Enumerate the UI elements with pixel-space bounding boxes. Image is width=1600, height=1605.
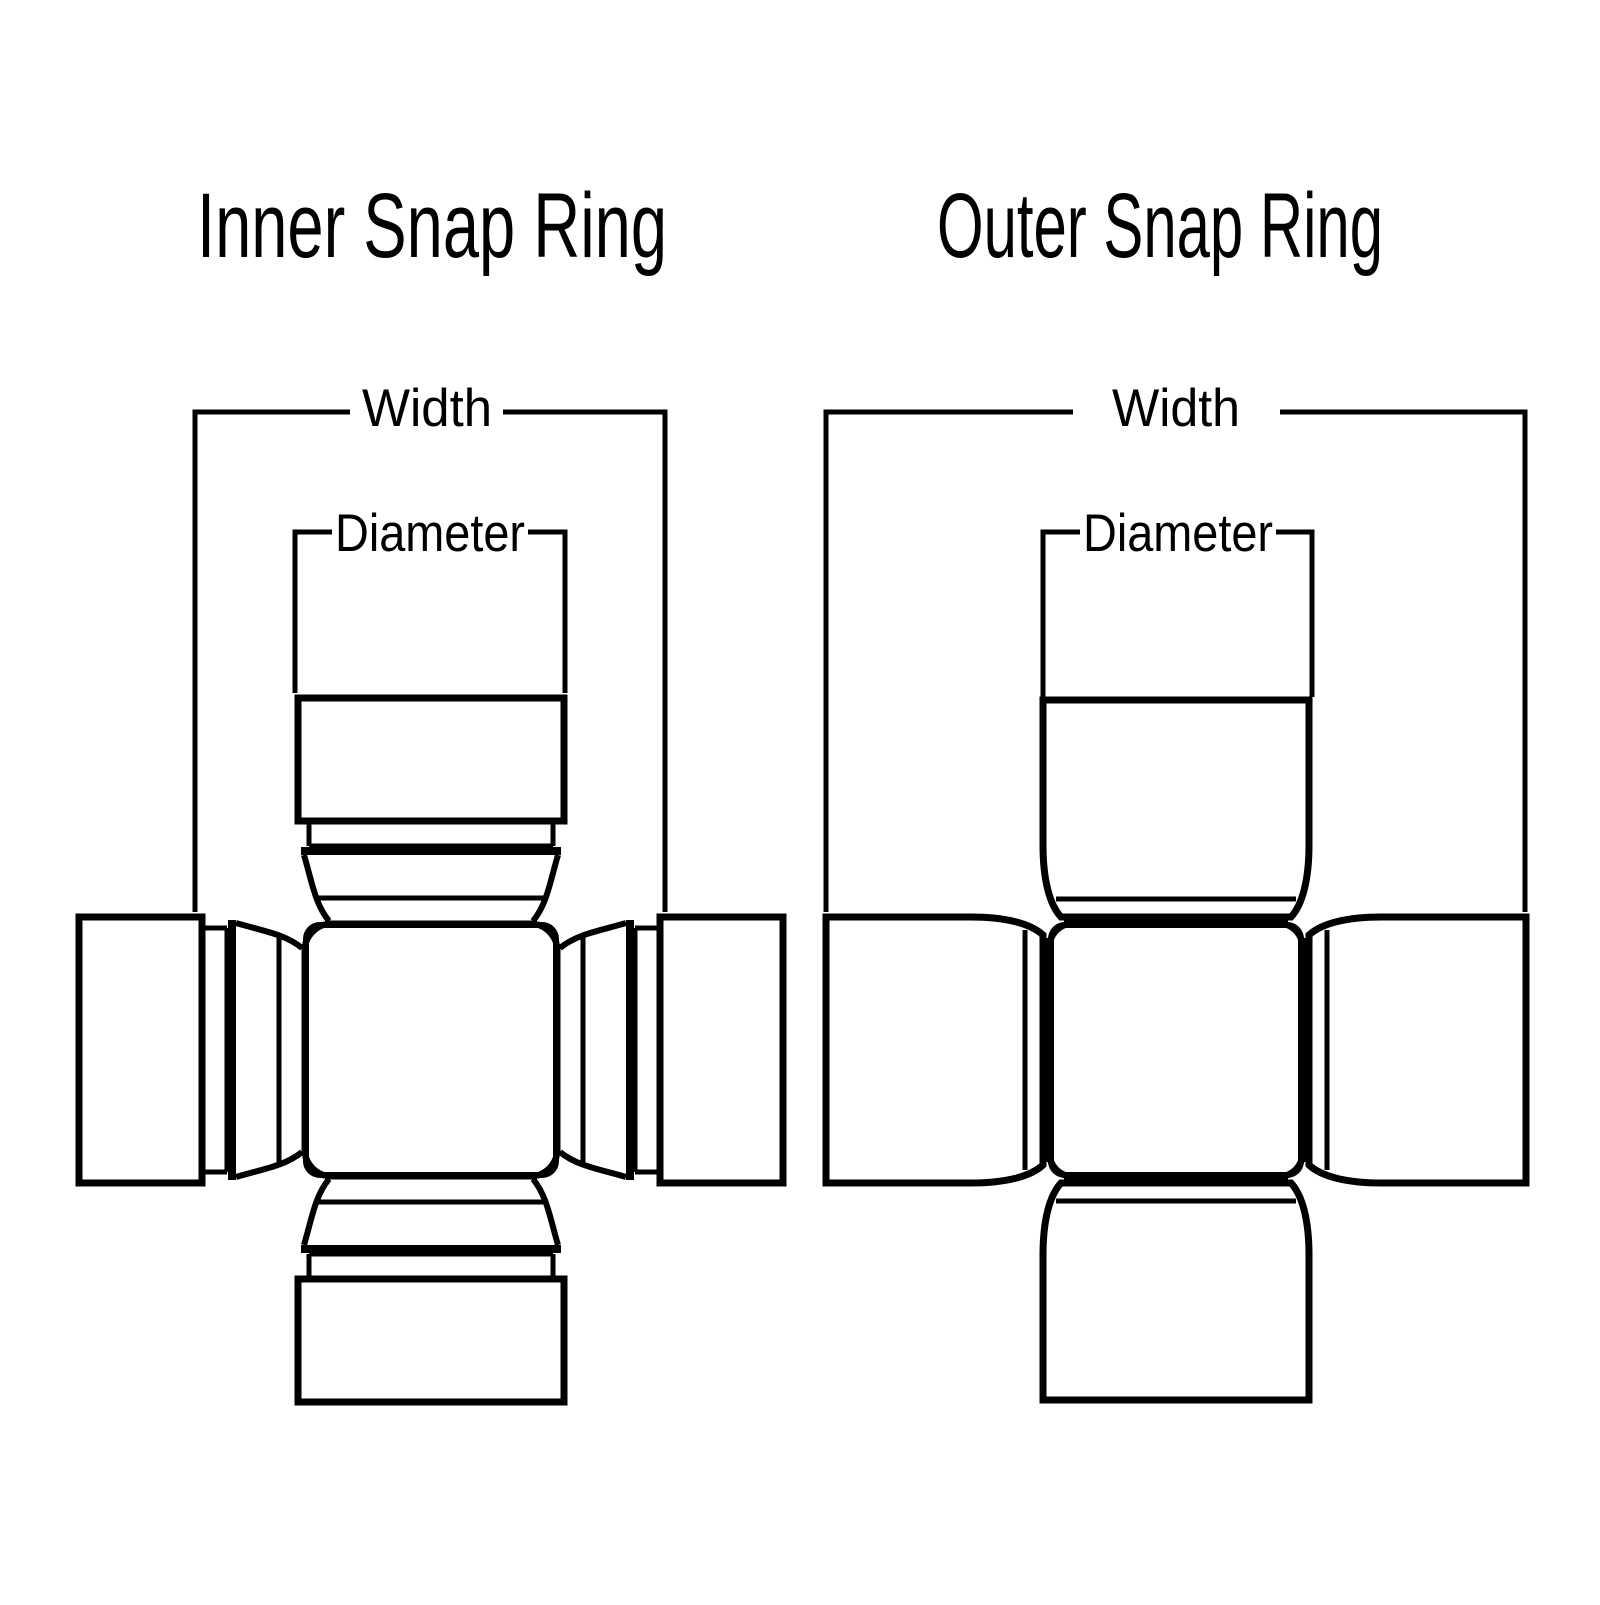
- left-arm: [79, 917, 325, 1183]
- diameter-dimension: Diameter: [1040, 504, 1315, 697]
- ujoint-cross: [826, 700, 1526, 1400]
- cross-center-body: [1048, 922, 1304, 1178]
- diameter-dimension-bracket: [1040, 529, 1315, 697]
- width-label: Width: [1112, 379, 1240, 438]
- width-dimension: Width: [192, 379, 668, 912]
- diagram-title: Inner Snap Ring: [197, 175, 667, 277]
- diagram-title: Outer Snap Ring: [937, 175, 1383, 277]
- left-arm: [826, 917, 1068, 1183]
- cross-center-body: [303, 922, 559, 1178]
- diameter-dimension-bracket: [292, 529, 568, 693]
- right-arm: [537, 917, 783, 1183]
- width-dimension: Width: [823, 379, 1528, 912]
- inner-snap-ring-diagram: Inner Snap Ring Width Diameter: [79, 175, 783, 1402]
- diameter-label: Diameter: [1083, 504, 1273, 563]
- bottom-arm: [1043, 1158, 1309, 1400]
- width-dimension-bracket: [823, 409, 1528, 912]
- bottom-arm: [298, 1156, 564, 1402]
- top-arm: [1043, 700, 1309, 942]
- right-arm: [1284, 917, 1526, 1183]
- ujoint-cross: [79, 698, 783, 1402]
- top-arm: [298, 698, 564, 944]
- outer-snap-ring-diagram: Outer Snap Ring Width Diameter: [826, 175, 1526, 1400]
- diameter-dimension: Diameter: [292, 504, 568, 693]
- diameter-label: Diameter: [335, 504, 525, 563]
- width-label: Width: [362, 379, 492, 438]
- width-dimension-bracket: [192, 409, 668, 912]
